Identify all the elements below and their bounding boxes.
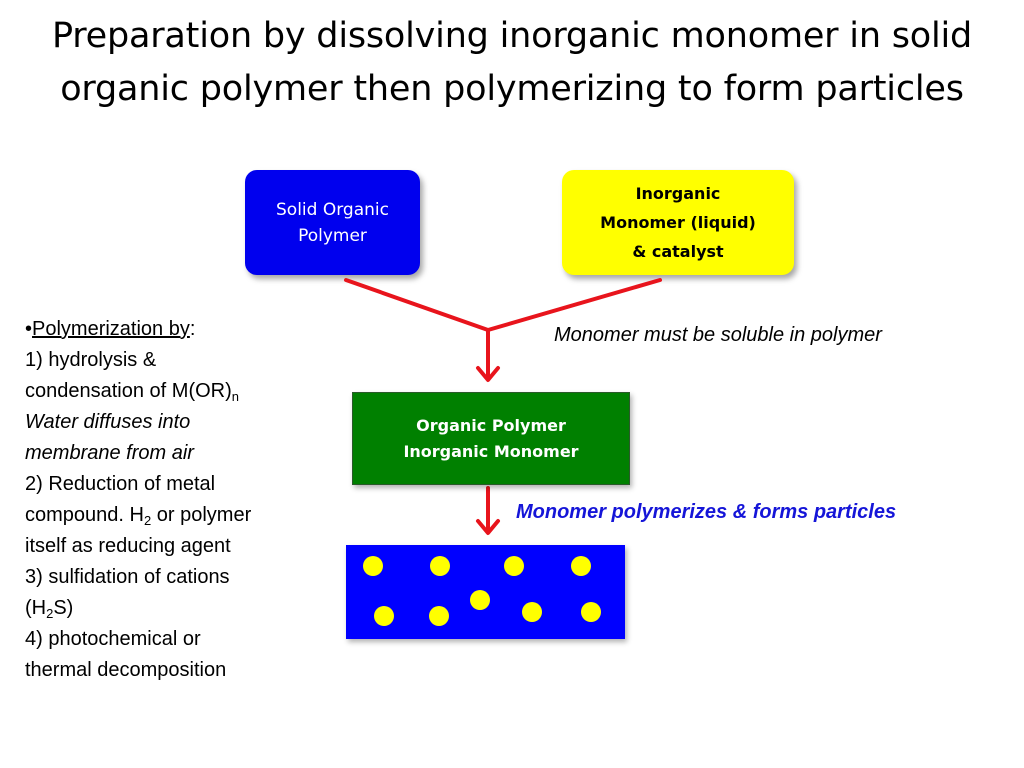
list-heading-text: Polymerization by: [32, 318, 190, 340]
polymerization-methods-list: •Polymerization by: 1) hydrolysis & cond…: [25, 314, 325, 686]
list-item-3-line-2: (H2S): [25, 597, 74, 621]
arrow-from-inorganic-monomer: [486, 278, 662, 332]
inorganic-monomer-line-1: Inorganic: [635, 184, 721, 203]
particle: [429, 606, 449, 626]
particle: [374, 606, 394, 626]
arrow-to-particles-head: [476, 519, 500, 535]
solubility-note: Monomer must be soluble in polymer: [554, 324, 882, 346]
inorganic-monomer-box: Inorganic Monomer (liquid) & catalyst: [562, 170, 794, 275]
list-item-1-line-2: condensation of M(OR)n: [25, 380, 239, 404]
list-item-1-line-3: Water diffuses into: [25, 411, 191, 433]
particles-in-polymer-box: [346, 545, 625, 639]
list-item-4-line-2: thermal decomposition: [25, 659, 227, 681]
list-item-4-line-1: 4) photochemical or: [25, 628, 201, 650]
particle: [470, 590, 490, 610]
solid-polymer-line-2: Polymer: [298, 225, 367, 246]
list-item-1-line-4: membrane from air: [25, 442, 194, 464]
inorganic-monomer-line-2: Monomer (liquid): [600, 213, 756, 232]
slide-title: Preparation by dissolving inorganic mono…: [0, 10, 1024, 116]
polymerization-note: Monomer polymerizes & forms particles: [516, 501, 897, 523]
list-item-1-line-1: 1) hydrolysis &: [25, 349, 157, 371]
title-line-1: Preparation by dissolving inorganic mono…: [51, 16, 973, 56]
particle: [430, 556, 450, 576]
arrow-to-mixture-head: [476, 366, 500, 382]
list-item-2-line-3: itself as reducing agent: [25, 535, 231, 557]
solid-polymer-line-1: Solid Organic: [276, 199, 389, 220]
particle: [571, 556, 591, 576]
list-item-2-line-2: compound. H2 or polymer: [25, 504, 252, 528]
polymer-monomer-mixture-box: Organic Polymer Inorganic Monomer: [352, 392, 630, 485]
particle: [504, 556, 524, 576]
particle: [581, 602, 601, 622]
solid-organic-polymer-box: Solid Organic Polymer: [245, 170, 420, 275]
particle: [522, 602, 542, 622]
particle: [363, 556, 383, 576]
mixture-line-1: Organic Polymer: [416, 415, 566, 435]
list-heading: •Polymerization by:: [25, 318, 196, 340]
list-item-2-line-1: 2) Reduction of metal: [25, 473, 216, 495]
mixture-line-2: Inorganic Monomer: [403, 441, 579, 461]
arrow-from-solid-polymer: [344, 278, 490, 332]
inorganic-monomer-line-3: & catalyst: [632, 242, 724, 261]
title-line-2: organic polymer then polymerizing to for…: [60, 69, 964, 109]
list-item-3-line-1: 3) sulfidation of cations: [25, 566, 230, 588]
